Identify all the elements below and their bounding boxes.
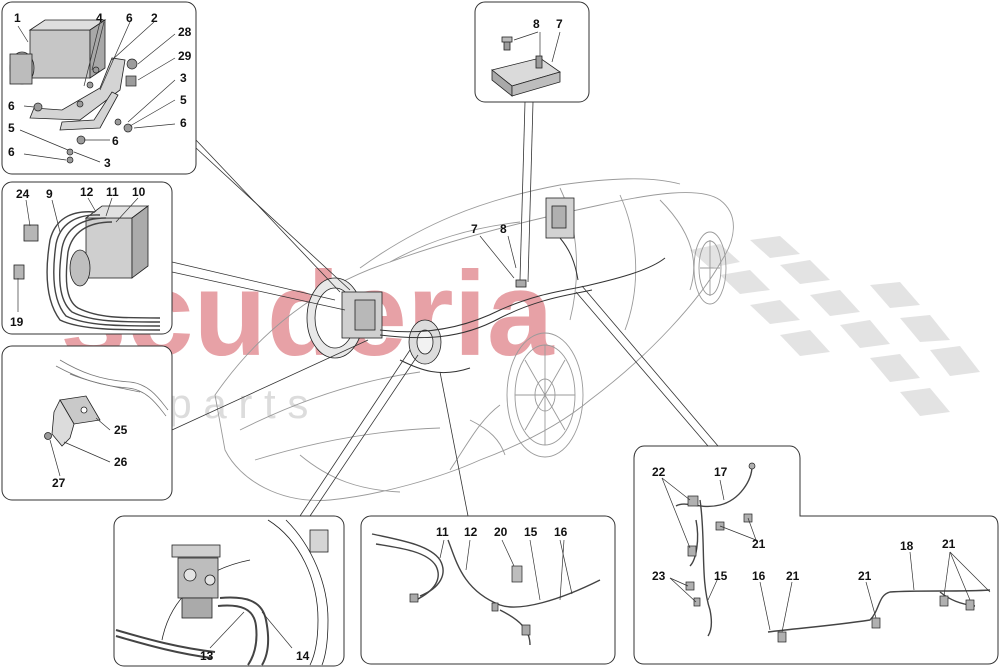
label-abs-2: 2 xyxy=(151,11,158,25)
mid-leaders xyxy=(439,539,573,601)
label-car-7: 7 xyxy=(471,222,478,236)
master-cylinder xyxy=(171,544,221,619)
pipes-unit xyxy=(13,205,150,287)
label-right-21b: 21 xyxy=(786,569,800,583)
car-callouts: 7 8 xyxy=(471,222,517,279)
label-abs-6b: 6 xyxy=(8,99,15,113)
booster-leaders xyxy=(209,611,293,649)
label-right-17: 17 xyxy=(714,465,728,479)
car-outline xyxy=(214,178,734,501)
panel-lines-right: 22 17 21 23 15 16 21 21 18 21 xyxy=(633,445,999,665)
abs-fasteners xyxy=(33,58,138,164)
booster-pipes xyxy=(115,596,270,666)
right-leaders xyxy=(661,477,991,633)
panel-lines-mid: 11 12 20 15 16 xyxy=(360,515,616,665)
label-abs-6d: 6 xyxy=(112,134,119,148)
label-car-8: 8 xyxy=(500,222,507,236)
label-right-21d: 21 xyxy=(942,537,956,551)
label-sensor-8: 8 xyxy=(533,17,540,31)
label-sensor-7: 7 xyxy=(556,17,563,31)
label-right-15: 15 xyxy=(714,569,728,583)
panel-booster: 13 14 xyxy=(113,515,345,667)
label-pipes-12: 12 xyxy=(80,185,94,199)
abs-bracket xyxy=(29,57,126,131)
label-pipes-9: 9 xyxy=(46,187,53,201)
label-abs-4: 4 xyxy=(96,11,103,25)
label-abs-6e: 6 xyxy=(8,145,15,159)
label-pipes-11: 11 xyxy=(106,185,119,199)
label-right-23: 23 xyxy=(652,569,666,583)
front-brake-assembly xyxy=(306,277,383,359)
mid-fittings xyxy=(409,565,531,636)
label-right-22: 22 xyxy=(652,465,666,479)
label-abs-5b: 5 xyxy=(8,121,15,135)
abs-leaders xyxy=(17,21,176,163)
label-abs-28: 28 xyxy=(178,25,192,39)
pipes-bundle xyxy=(46,211,161,331)
booster-assembly-in-car xyxy=(408,319,442,365)
front-wheel xyxy=(506,332,584,458)
panel-bracket: 25 26 27 xyxy=(1,345,173,501)
label-pipes-24: 24 xyxy=(16,187,30,201)
label-right-16: 16 xyxy=(752,569,766,583)
panel-pipes-left: 24 9 12 11 10 19 xyxy=(1,181,173,335)
panel-abs-unit: 1 4 6 2 28 29 3 5 6 6 5 6 3 6 xyxy=(1,1,197,175)
leader-lines xyxy=(171,101,719,517)
label-bracket-27: 27 xyxy=(52,476,66,490)
label-booster-13: 13 xyxy=(200,649,214,663)
bracket-part xyxy=(44,395,101,447)
label-bracket-25: 25 xyxy=(114,423,128,437)
label-mid-16: 16 xyxy=(554,525,568,539)
label-abs-3a: 3 xyxy=(180,71,187,85)
rear-wheel xyxy=(693,231,727,305)
label-pipes-10: 10 xyxy=(132,185,146,199)
label-right-21c: 21 xyxy=(858,569,872,583)
label-right-18: 18 xyxy=(900,539,914,553)
label-bracket-26: 26 xyxy=(114,455,128,469)
bracket-background-lines xyxy=(55,359,169,417)
sensor-leaders xyxy=(513,31,561,63)
label-abs-5a: 5 xyxy=(180,93,187,107)
label-booster-14: 14 xyxy=(296,649,310,663)
label-pipes-19: 19 xyxy=(10,315,24,329)
label-mid-11: 11 xyxy=(436,525,449,539)
label-mid-20: 20 xyxy=(494,525,508,539)
sensor-unit xyxy=(491,36,561,97)
label-right-21a: 21 xyxy=(752,537,766,551)
car-brake-lines xyxy=(379,237,666,374)
label-abs-6a: 6 xyxy=(126,11,133,25)
checker-watermark xyxy=(690,236,980,416)
label-abs-3b: 3 xyxy=(104,156,111,170)
label-mid-15: 15 xyxy=(524,525,538,539)
label-abs-6c: 6 xyxy=(180,116,187,130)
bracket-leaders xyxy=(49,417,111,477)
label-abs-1: 1 xyxy=(14,11,21,25)
rear-caliper-assembly xyxy=(515,197,575,288)
label-abs-29: 29 xyxy=(178,49,192,63)
panel-sensor: 8 7 xyxy=(474,1,590,103)
pipes-leaders xyxy=(17,197,139,312)
label-mid-12: 12 xyxy=(464,525,478,539)
